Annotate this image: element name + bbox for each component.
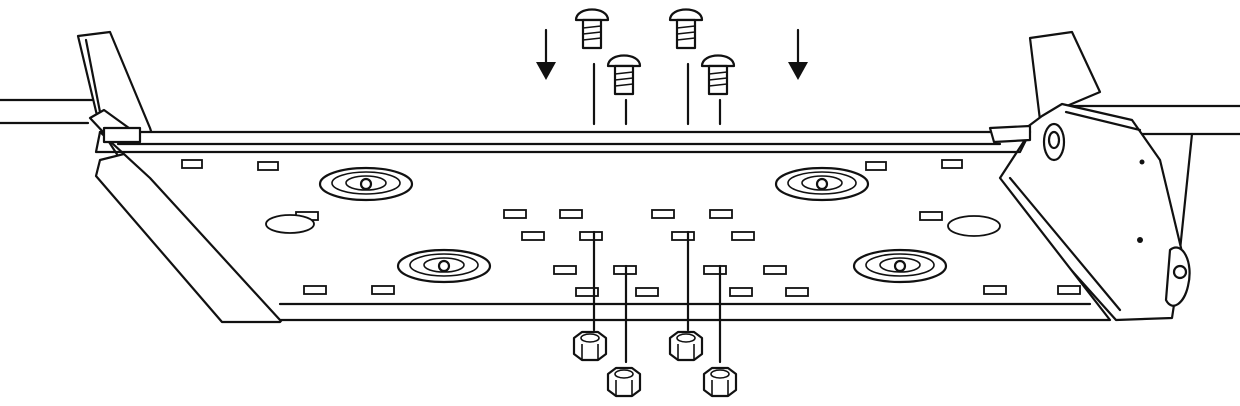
bolt-guide-lines [592, 62, 722, 364]
down-arrow-icon [536, 28, 808, 80]
hex-nut-icon [572, 330, 738, 398]
oval-holes [265, 214, 1001, 237]
carriage-bolt-icon [574, 8, 736, 96]
mounting-knob-icon [318, 166, 948, 284]
left-rail [0, 98, 94, 125]
plate-slots [181, 159, 1081, 297]
